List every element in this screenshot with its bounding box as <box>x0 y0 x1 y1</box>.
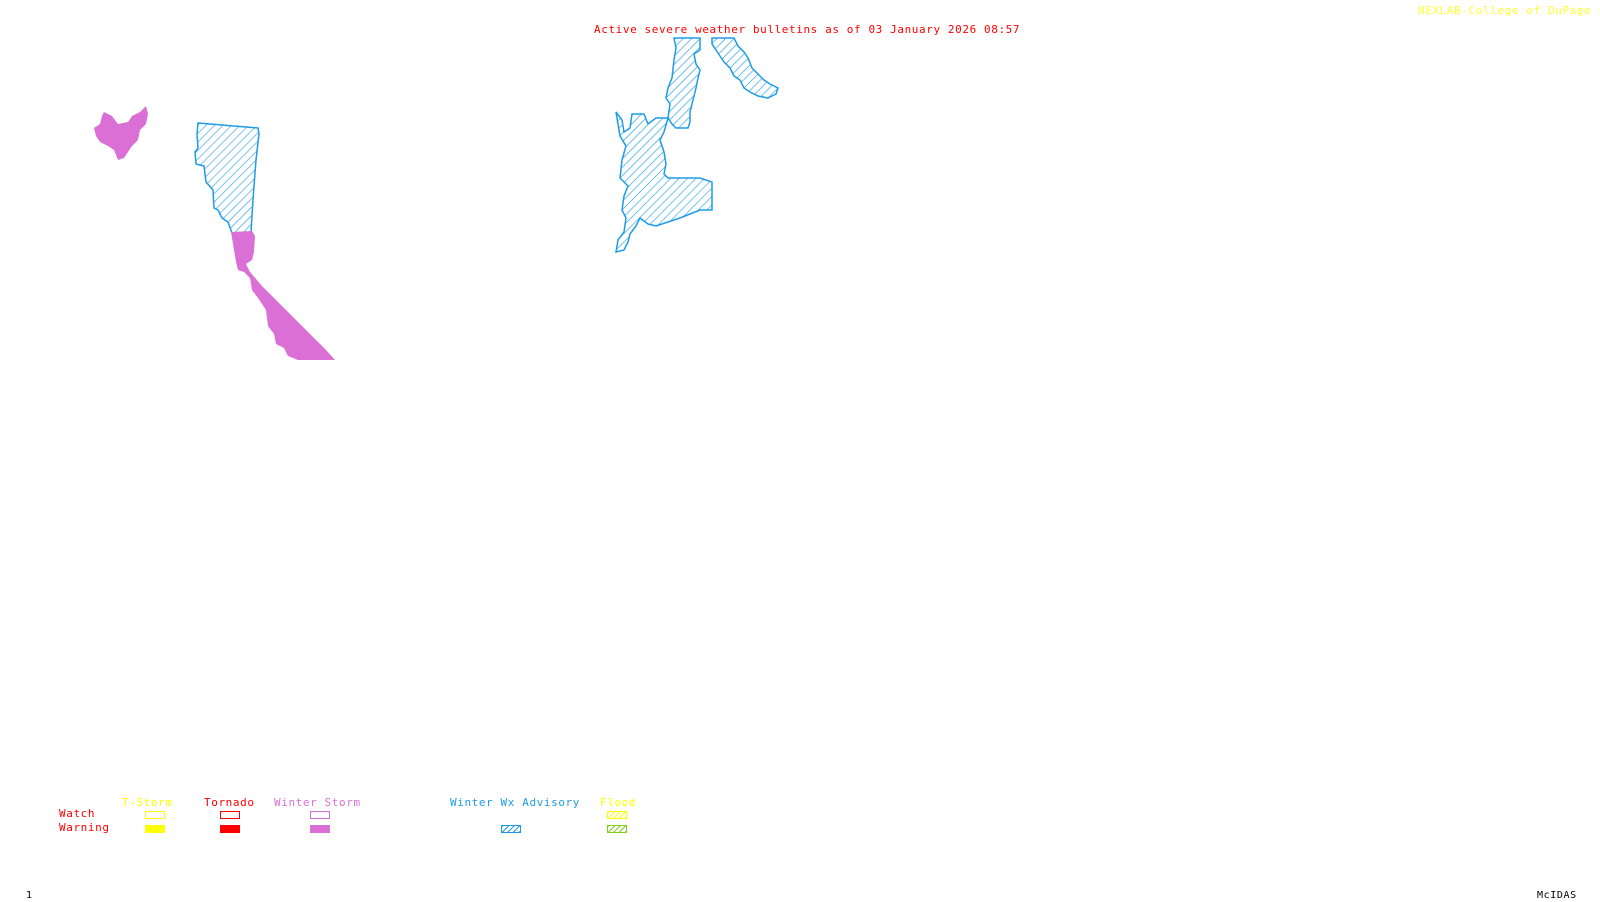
legend-watch-row-label: Watch <box>59 807 96 820</box>
winter-wx-advisory-swatch <box>501 825 521 833</box>
winter-storm-warning-swatch <box>310 825 330 833</box>
legend-winter-storm-label: Winter Storm <box>274 796 361 809</box>
map-title: Active severe weather bulletins as of 03… <box>594 23 1021 36</box>
software-label: McIDAS <box>1537 890 1577 901</box>
credit-label: NEXLAB-College of DuPage ⇲ <box>1418 5 1600 17</box>
winter-storm-warning-area <box>94 106 148 160</box>
nexlab-logo-icon: ⇲ <box>1599 4 1600 17</box>
legend-winter-wx-advisory-label: Winter Wx Advisory <box>450 796 581 809</box>
flood-warning-swatch <box>607 825 627 833</box>
tornado-watch-swatch <box>220 811 240 819</box>
legend-tornado-label: Tornado <box>204 796 255 809</box>
winter-storm-warning-area <box>231 231 335 360</box>
tstorm-watch-swatch <box>145 811 165 819</box>
legend-tstorm-label: T-Storm <box>122 796 173 809</box>
tornado-warning-swatch <box>220 825 240 833</box>
winter-wx-advisory-area <box>615 111 713 254</box>
winter-wx-advisory-area <box>665 37 701 129</box>
frame-number: 1 <box>26 890 33 901</box>
tstorm-warning-swatch <box>145 825 165 833</box>
legend-warning-row-label: Warning <box>59 821 110 834</box>
winter-storm-watch-swatch <box>310 811 330 819</box>
credit-text: NEXLAB-College of DuPage <box>1418 4 1592 17</box>
winter-wx-advisory-area <box>194 122 260 234</box>
winter-wx-advisory-area <box>711 37 779 99</box>
flood-watch-swatch <box>607 811 627 819</box>
legend-flood-label: Flood <box>600 796 637 809</box>
